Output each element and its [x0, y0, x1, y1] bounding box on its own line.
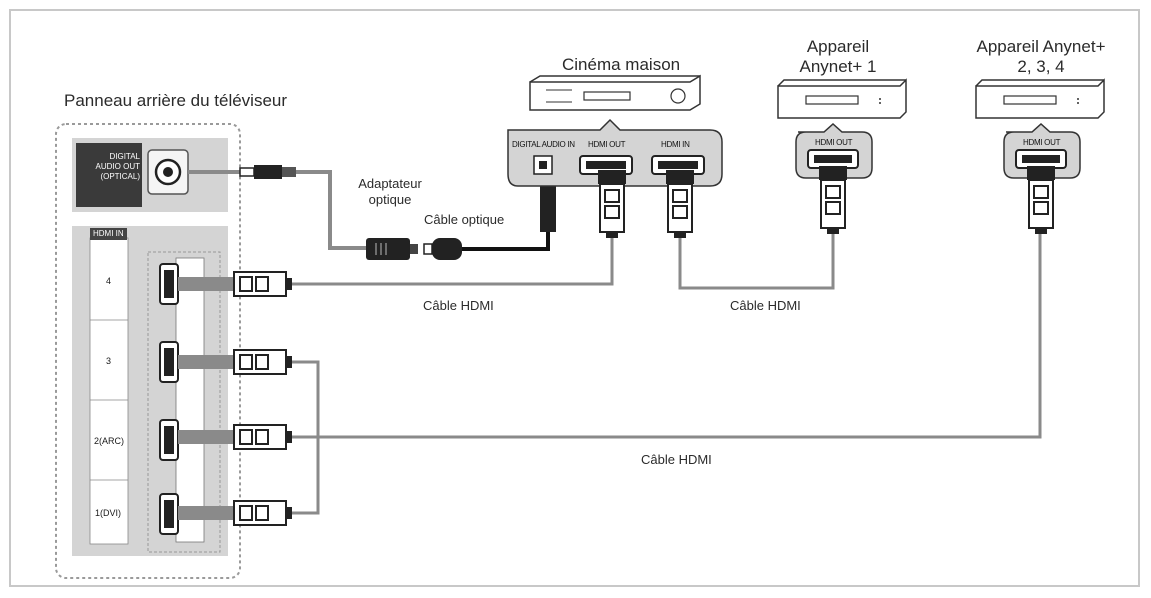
hdmi-cable-label-1: Câble HDMI [423, 298, 494, 313]
hdmi-label-column [89, 237, 129, 545]
tv-hdmi-port-label-3: 3 [106, 356, 112, 366]
hdmi-plug-tv-1 [233, 500, 292, 526]
hdmi-plug-tv-4 [233, 271, 292, 297]
digital-out-label-bg [76, 143, 142, 207]
hdmi-plug-anynet234 [1027, 166, 1055, 234]
hometheater-hdmi-out-label: HDMI OUT [588, 140, 626, 149]
optical-cable-label: Câble optique [424, 212, 505, 227]
tv-hdmi-port-2 [159, 419, 179, 461]
hometheater-hdmi-in-label: HDMI IN [661, 140, 690, 149]
anynet-device-234-label-line1: Appareil Anynet+ [976, 37, 1106, 56]
home-theater-unit [529, 74, 701, 111]
hdmi-plug-tv-2 [233, 424, 292, 450]
optical-port-center [163, 167, 173, 177]
optical-adapter-label-line2: optique [368, 192, 412, 207]
anynet-device-234-unit [975, 78, 1105, 119]
tv-hdmi-port-label-4: 4 [106, 276, 112, 286]
tv-back-panel-label: Panneau arrière du téléviseur [64, 91, 288, 110]
hdmi-cable-tv4-hometheater [292, 232, 614, 286]
hdmi-cable-tv3-tv1-link [292, 360, 320, 515]
home-theater-label: Cinéma maison [562, 55, 681, 74]
tv-hdmi-port-label-1: 1(DVI) [95, 508, 122, 518]
optical-cable-plug [423, 238, 462, 260]
tv-hdmi-port-label-2: 2(ARC) [94, 436, 125, 446]
anynet-device-1-unit [777, 78, 907, 119]
hdmi-cable-label-3: Câble HDMI [641, 452, 712, 467]
anynet-device-1-label-line2: Anynet+ 1 [799, 57, 877, 76]
tv-hdmi-port-3 [159, 341, 179, 383]
optical-adapter [366, 238, 418, 260]
hdmi-cable-tv2-anynet234 [292, 232, 1042, 439]
tv-hdmi-port-1 [159, 493, 179, 535]
digital-out-label-3: (OPTICAL) [100, 172, 140, 181]
hdmi-plug-tv-3 [233, 349, 292, 375]
anynet234-hdmi-out-label: HDMI OUT [1023, 138, 1061, 147]
digital-audio-in-label: DIGITAL AUDIO IN [512, 140, 575, 149]
hdmi-cable-hometheater-anynet1 [678, 232, 835, 290]
anynet-device-234-label-line2: 2, 3, 4 [1017, 57, 1065, 76]
hdmi-plug-anynet1 [819, 166, 847, 234]
hdmi-cable-label-2: Câble HDMI [730, 298, 801, 313]
hdmi-plug-hometheater-in [666, 170, 694, 238]
tv-hdmi-port-4 [159, 263, 179, 305]
hdmi-port-column [147, 251, 221, 553]
optical-adapter-label-line1: Adaptateur [358, 176, 422, 191]
optical-cable-black [462, 232, 550, 251]
digital-out-label-1: DIGITAL [109, 152, 140, 161]
anynet1-hdmi-out-label: HDMI OUT [815, 138, 853, 147]
hdmi-plug-hometheater-out [598, 170, 626, 238]
anynet-device-1-label-line1: Appareil [806, 37, 870, 56]
optical-jack-plug [239, 165, 296, 179]
hdmi-in-tag: HDMI IN [90, 228, 127, 240]
digital-out-label-2: AUDIO OUT [95, 162, 140, 171]
diagram-frame [9, 9, 1140, 587]
